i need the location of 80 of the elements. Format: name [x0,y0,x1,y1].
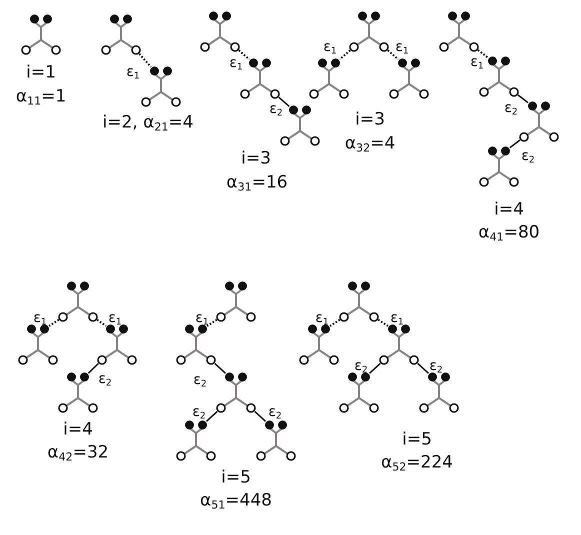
junction-drawing [379,324,419,365]
dotted-connector [138,53,152,68]
connector-line [518,94,529,104]
junction-drawing [389,58,429,99]
edge-label: ε$_{1}$ [195,311,209,325]
connector-line [417,362,429,374]
junction-drawing [58,372,98,413]
junction-drawing [309,58,349,99]
junction-drawing [21,14,61,55]
connector-line [254,410,266,422]
junction-drawing [339,372,379,413]
edge-label: ε$_{1}$ [33,311,47,325]
junction-drawing [200,12,240,52]
formula-label: α$_{41}$=80 [478,224,540,242]
junction-drawing [18,324,58,365]
junction-drawing [299,324,339,365]
edge-label: ε$_{1}$ [395,40,409,54]
junction-drawing [240,58,280,99]
edge-label: ε$_{2}$ [269,102,283,116]
edge-label: ε$_{2}$ [98,372,112,386]
dotted-connector [96,318,107,327]
formula-label: i=3 [241,150,271,168]
dotted-connector [477,49,489,58]
junction-drawing [256,420,296,461]
junction-drawing [280,106,320,146]
junction-drawing [479,56,519,97]
junction-drawing [141,66,181,107]
edge-label: ε$_{2}$ [192,405,206,419]
junction-drawing [479,146,519,187]
edge-label: ε$_{1}$ [323,40,337,54]
dotted-connector [339,50,351,60]
formula-label: i=4 [494,202,524,218]
junction-drawing [216,282,256,322]
edge-label: ε$_{1}$ [126,65,140,79]
junction-drawing [58,282,98,322]
edge-label: ε$_{2}$ [504,101,518,115]
edge-label: ε$_{2}$ [268,405,282,419]
junction-drawing [339,282,379,322]
formula-label: i=1 [26,64,56,82]
junction-drawing [519,102,559,142]
edge-label: ε$_{1}$ [229,56,243,70]
formula-label: α$_{11}$=1 [16,88,66,106]
formula-label: i=2, α$_{21}$=4 [102,114,194,132]
connector-line [369,362,381,374]
dotted-connector [330,318,340,327]
connector-line [206,410,218,422]
formula-label: i=5 [402,432,432,448]
formula-label: α$_{31}$=16 [226,174,288,192]
junction-drawing [176,420,216,461]
edge-label: ε$_{2}$ [193,373,207,387]
formula-label: α$_{52}$=224 [381,454,453,472]
junction-drawing [176,324,216,365]
formula-label: i=3 [355,112,385,128]
edge-label: ε$_{1}$ [315,311,329,325]
dotted-connector [378,318,388,327]
formula-label: i=5 [221,470,251,486]
dotted-connector [387,50,399,60]
edge-label: ε$_{2}$ [354,359,368,373]
junction-drawing [419,372,459,413]
dotted-connector [48,318,60,327]
connector-line [509,139,520,148]
edge-label: ε$_{1}$ [108,311,122,325]
formula-label: α$_{51}$=448 [200,492,272,510]
edge-label: ε$_{1}$ [470,55,484,69]
connector-line [278,96,290,107]
dotted-connector [238,50,250,60]
edge-label: ε$_{2}$ [521,149,535,163]
edge-label: ε$_{1}$ [390,311,404,325]
junction-drawing [216,372,256,413]
formula-label: α$_{32}$=4 [344,136,396,152]
formula-label: i=4 [63,422,93,438]
edge-label: ε$_{2}$ [429,359,443,373]
connector-line [214,362,226,374]
junction-drawing [349,12,389,52]
connector-line [88,362,99,374]
formula-label: α$_{42}$=32 [47,444,109,462]
junction-drawing [97,324,137,365]
junction-drawing [101,14,141,55]
dotted-connector [206,318,218,327]
junction-drawing [439,12,479,52]
